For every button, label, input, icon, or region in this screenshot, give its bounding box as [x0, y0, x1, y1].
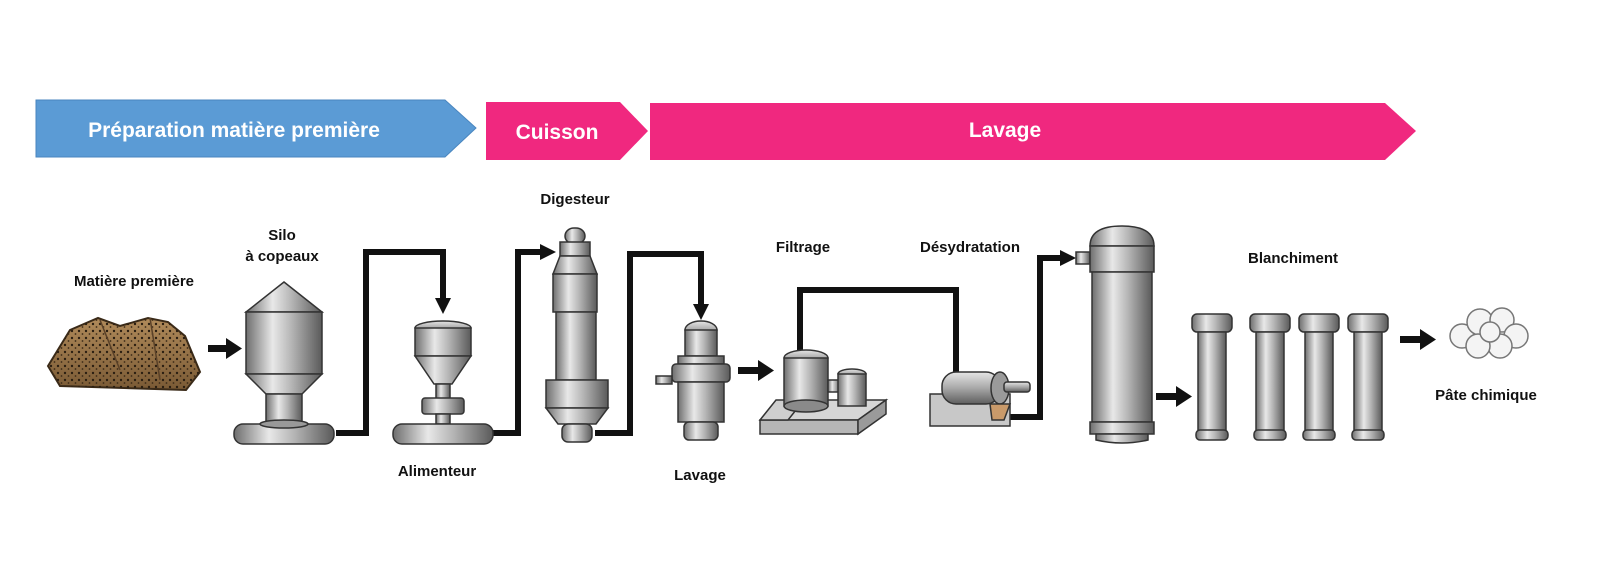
label-digesteur: Digesteur — [540, 191, 609, 208]
label-lavage-equipment: Lavage — [674, 467, 726, 484]
stage-label-cuisson: Cuisson — [516, 121, 599, 144]
stage-banner-cuisson: Cuisson — [486, 102, 648, 160]
silo-icon — [233, 281, 335, 445]
arrow-raw-silo — [226, 338, 242, 359]
stage-label-preparation: Préparation matière première — [88, 119, 380, 142]
arrow-tower-bleach — [1176, 386, 1192, 407]
label-blanchiment: Blanchiment — [1248, 250, 1338, 267]
arrow-into-tower — [1060, 250, 1076, 266]
stage-label-lavage: Lavage — [969, 119, 1041, 142]
bleaching-tower-icon — [1191, 313, 1233, 441]
feeder-icon — [392, 320, 494, 445]
arrow-into-digester — [540, 244, 556, 260]
pipe-digester-washer — [595, 251, 704, 436]
pipe-silo-feeder — [336, 249, 446, 436]
bleaching-towers — [1191, 313, 1389, 441]
pipe-dryer-tower — [1010, 255, 1062, 420]
stage-banner-lavage: Lavage — [650, 103, 1416, 160]
filter-icon — [758, 349, 889, 436]
label-silo-line1: Silo — [268, 227, 296, 244]
pipe-feeder-digester — [493, 249, 542, 436]
label-pate-chimique: Pâte chimique — [1435, 387, 1537, 404]
dewatering-drum-icon — [929, 371, 1031, 427]
label-desydratation: Désydratation — [920, 239, 1020, 256]
bleaching-tower-icon — [1347, 313, 1389, 441]
arrow-into-feeder — [435, 298, 451, 314]
pipes — [336, 249, 1062, 436]
tower-icon — [1075, 225, 1155, 444]
label-matiere-premiere: Matière première — [74, 273, 194, 290]
arrow-bleach-pulp — [1420, 329, 1436, 350]
digester-icon — [544, 227, 610, 443]
pipe-filter-dryer — [797, 287, 959, 376]
washer-icon — [655, 320, 731, 441]
bleaching-tower-icon — [1249, 313, 1291, 441]
label-silo-line2: à copeaux — [245, 248, 319, 265]
arrow-washer-filter — [758, 360, 774, 381]
wood-chips-pile-icon — [46, 316, 202, 392]
stage-banner-preparation: Préparation matière première — [35, 99, 477, 158]
label-alimenteur: Alimenteur — [398, 463, 477, 480]
arrow-into-washer — [693, 304, 709, 320]
bleaching-tower-icon — [1298, 313, 1340, 441]
label-filtrage: Filtrage — [776, 239, 830, 256]
pulp-cloud-icon — [1449, 307, 1529, 359]
